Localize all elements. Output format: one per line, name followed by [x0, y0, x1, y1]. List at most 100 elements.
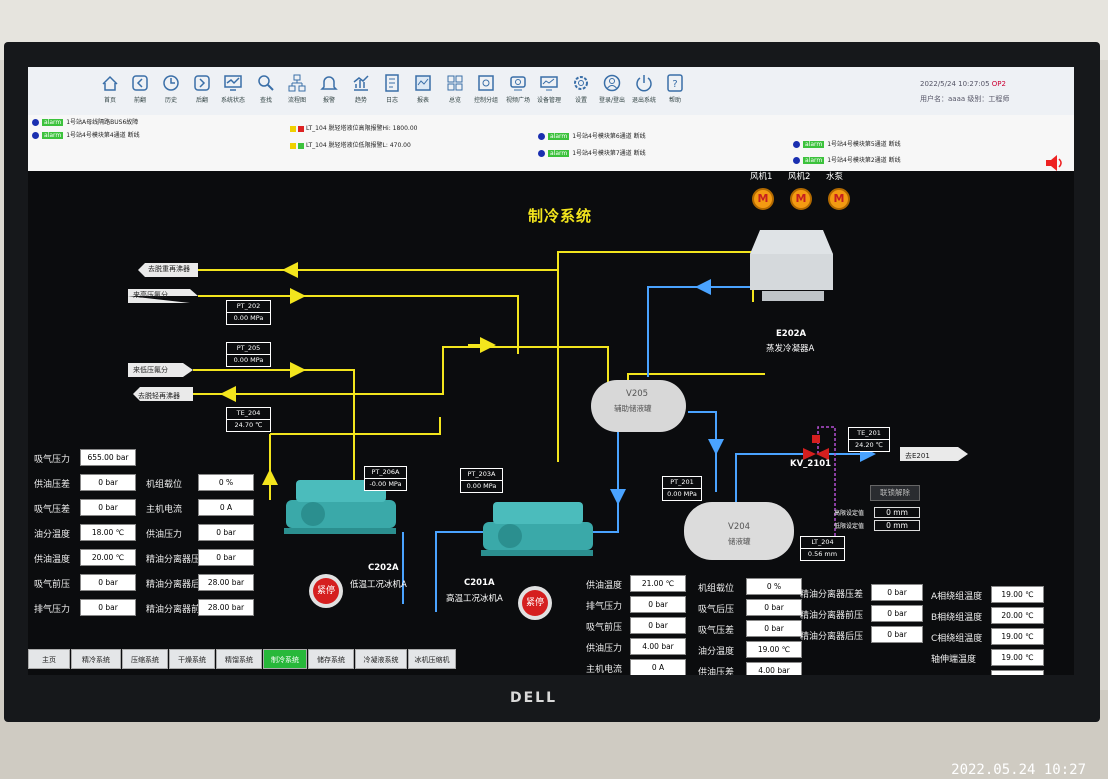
param-label: 供油压力: [146, 530, 183, 540]
condenser-e202a[interactable]: [750, 230, 833, 301]
toolbar-button-search[interactable]: 查找: [250, 73, 282, 104]
toolbar-button-flowchart[interactable]: 流程图: [281, 73, 313, 104]
trend-icon: [353, 75, 369, 91]
tab-7[interactable]: 冷凝液系统: [355, 649, 407, 669]
toolbar-button-gear[interactable]: 设置: [565, 73, 597, 104]
tab-5[interactable]: 制冷系统: [263, 649, 307, 669]
tank-v205[interactable]: [591, 380, 686, 432]
sensor-tag-pt_206a[interactable]: PT_206A-0.00 MPa: [364, 466, 407, 491]
toolbar-button-power[interactable]: 退出系统: [628, 73, 660, 104]
limit-value[interactable]: 0 mm: [874, 520, 920, 531]
fan-label: 风机1: [750, 172, 773, 182]
param-label: 吸气压差: [34, 505, 71, 515]
toolbar-button-back[interactable]: 前翻: [124, 73, 156, 104]
alarm-dot-icon: [32, 119, 39, 126]
limit-value[interactable]: 0 mm: [874, 507, 920, 518]
toolbar-button-forward[interactable]: 后翻: [186, 73, 218, 104]
tab-0[interactable]: 主页: [28, 649, 70, 669]
toolbar-button-report[interactable]: 报表: [407, 73, 439, 104]
flow-arrow-shapes: [128, 263, 968, 461]
toolbar-button-control-group[interactable]: 控制分组: [470, 73, 502, 104]
param-value: 20.00 ℃: [80, 549, 136, 566]
toolbar-label: 趋势: [354, 97, 367, 104]
history-icon: [163, 75, 179, 91]
toolbar-button-log[interactable]: 日志: [376, 73, 408, 104]
tab-6[interactable]: 储存系统: [308, 649, 354, 669]
toolbar-label: 历史: [164, 97, 177, 104]
toolbar-label: 设备管理: [536, 97, 561, 104]
tab-2[interactable]: 压缩系统: [122, 649, 168, 669]
alarm-tag: alarm: [548, 150, 570, 157]
toolbar-button-video[interactable]: 视频广场: [502, 73, 534, 104]
toolbar-button-bell[interactable]: 报警: [313, 73, 345, 104]
tank-v204[interactable]: [684, 502, 794, 560]
param-label: 轴伸端温度: [931, 655, 977, 665]
alarm-tag: alarm: [803, 157, 825, 164]
session-info: 2022/5/24 10:27:05 OP2 用户名：aaaa 级别：工程师: [920, 77, 1060, 107]
alarm-level-icon: [290, 142, 296, 149]
toolbar-button-help[interactable]: ?帮助: [659, 73, 691, 104]
alarm-text: LT_104 脱轻塔液位高限报警Hi: 1800.00: [306, 125, 418, 132]
toolbar-button-history[interactable]: 历史: [155, 73, 187, 104]
param-value: 0 bar: [871, 605, 923, 622]
alarm-entry[interactable]: LT_104 脱轻塔液位高限报警Hi: 1800.00: [290, 123, 417, 132]
tab-8[interactable]: 冰机压缩机: [408, 649, 456, 669]
alarm-tag: alarm: [548, 133, 570, 140]
compressor-c202a[interactable]: [284, 480, 396, 534]
toolbar-label: 后翻: [195, 97, 208, 104]
param-label: 供油压差: [34, 480, 71, 490]
tag-value: -0.00 MPa: [365, 478, 406, 490]
param-label: 吸气压差: [698, 626, 735, 636]
fan-motor-icon[interactable]: M: [752, 188, 774, 210]
tab-3[interactable]: 干燥系统: [169, 649, 215, 669]
toolbar-button-grid[interactable]: 总览: [439, 73, 471, 104]
fan-motor-icon[interactable]: M: [790, 188, 812, 210]
toolbar-button-monitor[interactable]: 系统状态: [217, 73, 249, 104]
valve-kv2101[interactable]: [803, 435, 829, 460]
param-value: 20.00 ℃: [991, 607, 1044, 624]
toolbar-button-device[interactable]: 设备管理: [533, 73, 565, 104]
param-label: 供油温度: [34, 555, 71, 565]
arrow-label-from-lp: 来低压氟分: [133, 366, 168, 374]
alarm-dot-icon: [32, 132, 39, 139]
toolbar-button-trend[interactable]: 趋势: [345, 73, 377, 104]
compressor-c201a[interactable]: [481, 502, 593, 556]
param-label: B相绕组温度: [931, 613, 983, 623]
interlock-release-button[interactable]: 联锁解除: [870, 485, 920, 501]
datetime: 2022/5/24 10:27:05: [920, 80, 990, 88]
param-value: 655.00 bar: [80, 449, 136, 466]
fan-motor-icon[interactable]: M: [828, 188, 850, 210]
tab-1[interactable]: 精冷系统: [71, 649, 121, 669]
hmi-screen: 首页前翻历史 后翻 系统状态查找流程图报警趋势 日志报表总览控制分组视频广场设备管理设…: [28, 67, 1074, 675]
param-value: 0 bar: [80, 574, 136, 591]
search-icon: [258, 75, 274, 91]
bell-icon: [320, 76, 338, 90]
tag-name: PT_203A: [467, 470, 496, 478]
param-value: 0 bar: [80, 599, 136, 616]
alarm-entry[interactable]: LT_104 脱轻塔液位低限报警L: 470.00: [290, 140, 411, 149]
svg-text:?: ?: [672, 79, 677, 90]
param-label: 精油分离器压差: [800, 590, 864, 600]
speaker-icon[interactable]: [1044, 153, 1064, 173]
estop-button-c202a[interactable]: 紧停: [309, 574, 343, 608]
toolbar-button-user[interactable]: 登录/登出: [596, 73, 628, 104]
log-icon: [385, 74, 399, 92]
tab-4[interactable]: 精馏系统: [216, 649, 262, 669]
param-label: 主机电流: [586, 665, 623, 675]
toolbar-button-home[interactable]: 首页: [94, 73, 126, 104]
estop-button-c201a[interactable]: 紧停: [518, 586, 552, 620]
param-label: 主机电流: [146, 505, 183, 515]
